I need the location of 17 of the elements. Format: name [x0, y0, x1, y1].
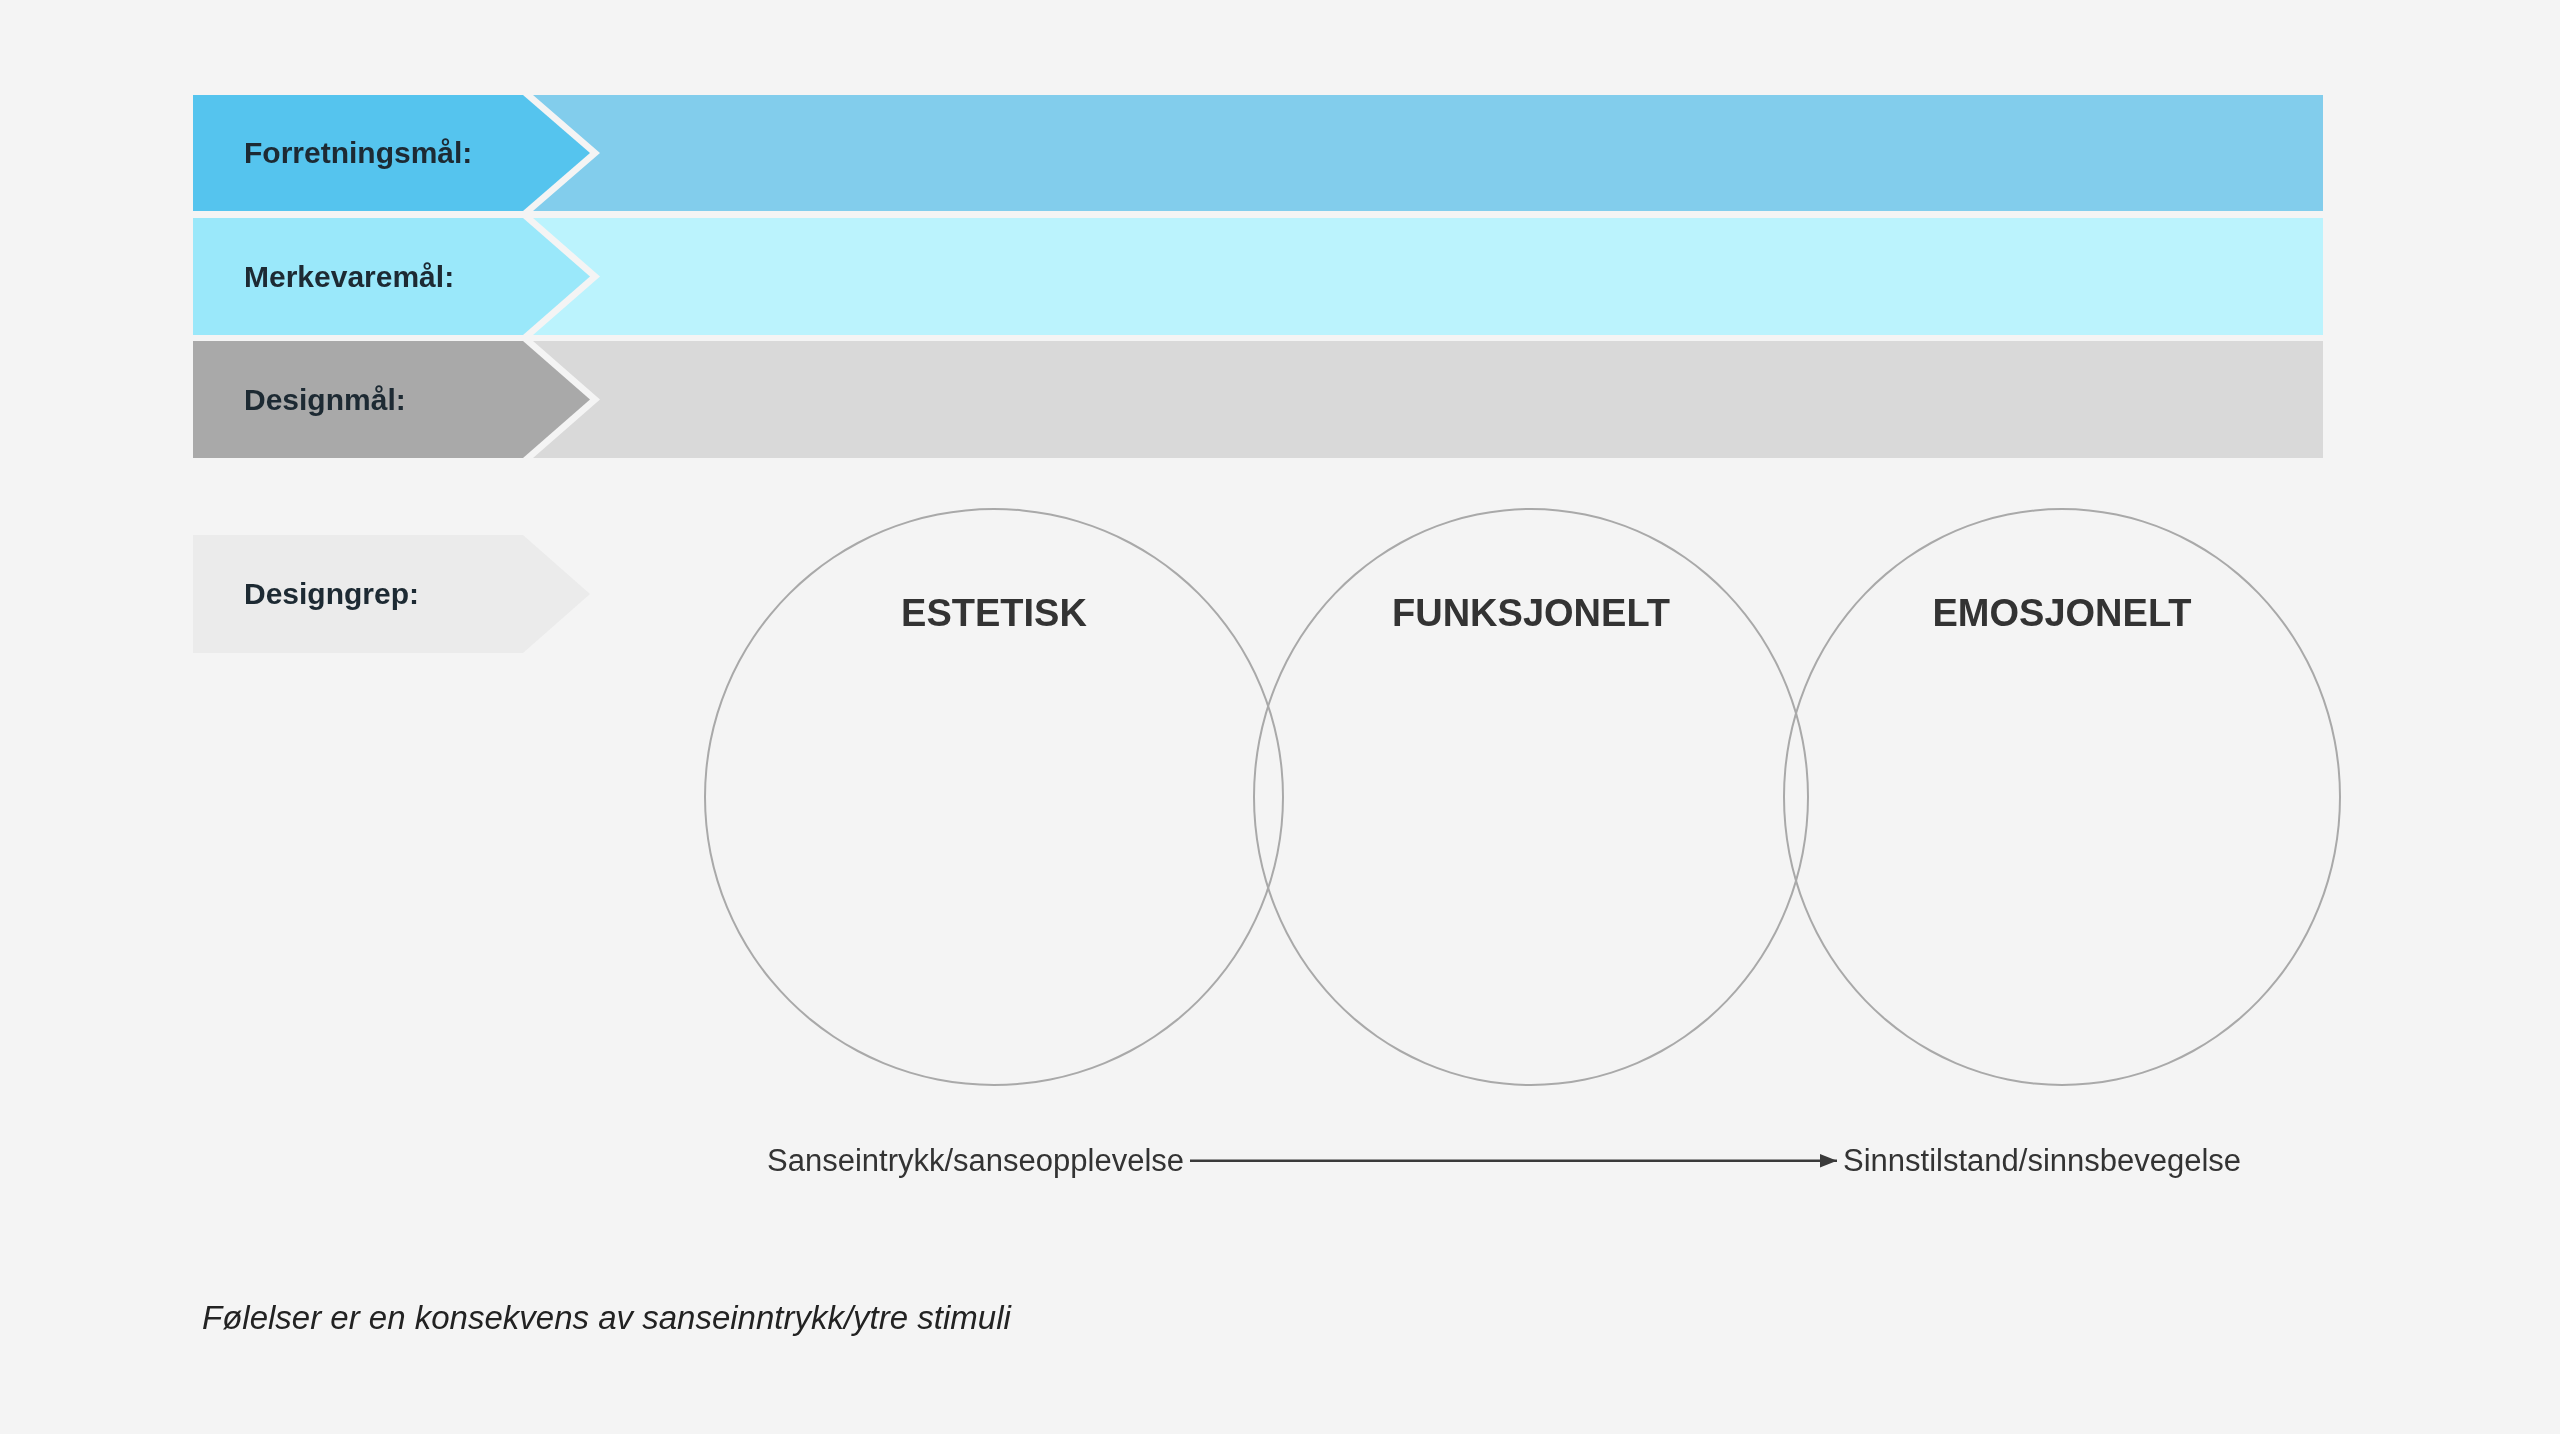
circle-title: ESTETISK: [901, 592, 1087, 636]
chevron-tab: [193, 218, 590, 335]
tab-label: Forretningsmål:: [244, 135, 473, 171]
stage-label: Sinnstilstand/sinnsbevegelse: [1843, 1143, 2242, 1179]
tab-label: Merkevaremål:: [244, 259, 455, 294]
circle: [1783, 508, 2341, 1086]
chevron-tab: [193, 341, 590, 458]
circle: [704, 508, 1284, 1086]
circle-title: FUNKSJONELT: [1392, 592, 1670, 636]
tab-label: Designmål:: [244, 382, 406, 417]
caption: Følelser er en konsekvens av sanseinntrykk/ytre stimuli: [202, 1299, 1011, 1337]
circle: [1253, 508, 1809, 1086]
tab-label: Designgrep:: [244, 576, 420, 612]
arrow: [1190, 1153, 1837, 1168]
chevron-tab: [193, 95, 590, 211]
circle-title: EMOSJONELT: [1932, 592, 2192, 636]
stage-label: Sanseintrykk/sanseopplevelse: [767, 1143, 1185, 1179]
